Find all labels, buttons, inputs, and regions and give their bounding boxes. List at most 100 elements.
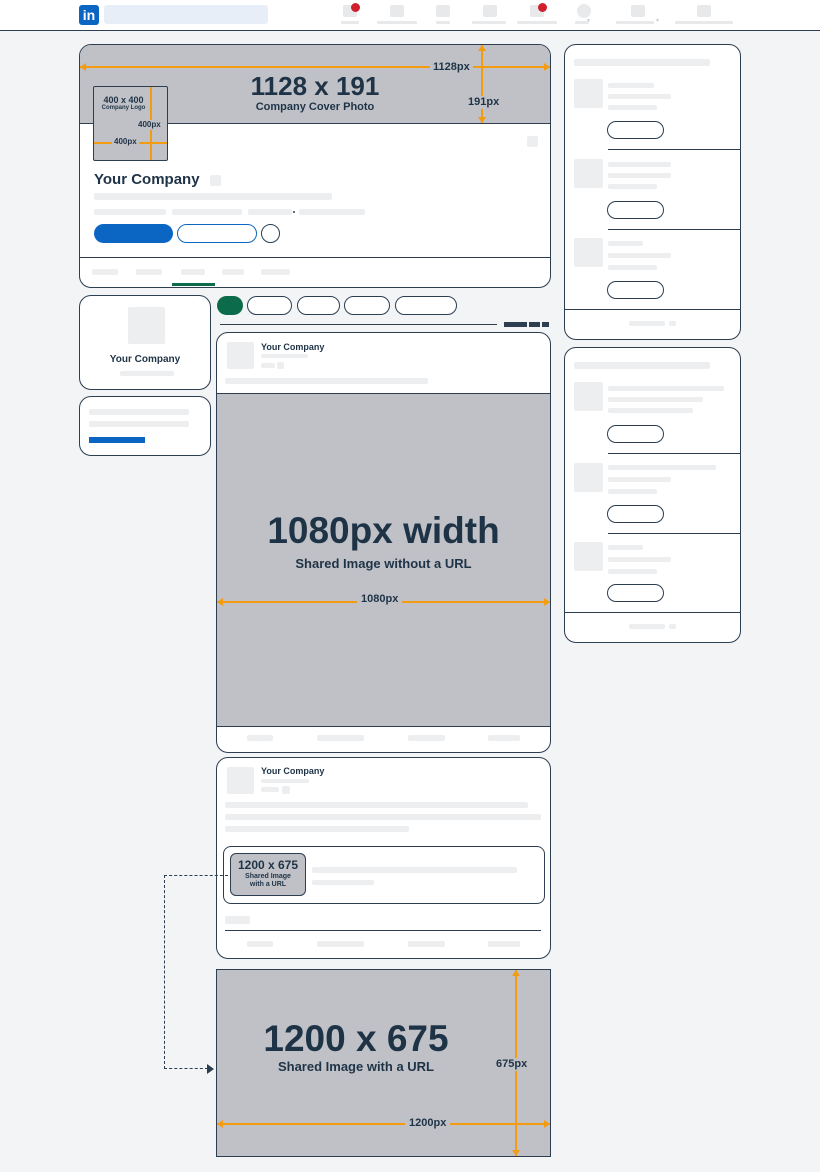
show-more-link[interactable] <box>629 624 665 629</box>
connect-button[interactable] <box>607 505 664 523</box>
show-more-link[interactable] <box>629 321 665 326</box>
filter-pill[interactable] <box>247 296 292 315</box>
sidebar-links-card <box>79 396 211 456</box>
follow-suggestion-button[interactable] <box>607 201 664 219</box>
like-button[interactable] <box>247 735 273 741</box>
filter-pill[interactable] <box>344 296 390 315</box>
suggestions-title-placeholder <box>574 59 710 66</box>
url-image-title: 1200 x 675 <box>263 1018 449 1059</box>
arrow-right-icon <box>207 1064 214 1074</box>
chevron-down-icon[interactable]: ▼ <box>586 18 591 24</box>
person-meta-placeholder <box>608 477 671 482</box>
arrow-left-icon <box>80 63 86 71</box>
cover-width-line <box>80 66 550 68</box>
tab-posts[interactable] <box>181 269 205 275</box>
meta-dot <box>293 211 295 213</box>
suggestion-meta-placeholder <box>608 173 671 178</box>
person-meta-placeholder <box>608 489 657 494</box>
meta-placeholder <box>94 209 166 215</box>
send-button[interactable] <box>488 735 520 741</box>
more-options-button[interactable] <box>261 224 280 243</box>
notification-badge <box>538 3 547 12</box>
logo-width-label: 400px <box>112 137 139 147</box>
sidebar-meta-placeholder <box>120 371 174 376</box>
chevron-down-icon[interactable]: ▼ <box>655 18 660 24</box>
connector-line <box>164 875 165 1069</box>
nav-work-icon[interactable] <box>631 5 645 17</box>
link-thumbnail <box>230 853 306 896</box>
nav-premium-label <box>675 21 733 24</box>
person-avatar <box>574 463 603 492</box>
connector-line <box>164 875 228 876</box>
suggestion-avatar <box>574 79 603 108</box>
arrow-up-icon <box>478 45 486 51</box>
follow-button[interactable] <box>94 224 173 243</box>
tab-about[interactable] <box>136 269 162 275</box>
post-meta-placeholder <box>261 363 275 368</box>
follow-suggestion-button[interactable] <box>607 121 664 139</box>
linkedin-logo-icon[interactable]: in <box>79 5 99 25</box>
link-title-placeholder <box>312 867 517 873</box>
repost-button[interactable] <box>408 941 445 947</box>
arrow-down-icon <box>478 117 486 123</box>
arrow-left-icon <box>217 1120 223 1128</box>
repost-button[interactable] <box>408 735 445 741</box>
sidebar-logo-placeholder <box>128 307 165 344</box>
tab-active-indicator <box>172 283 215 286</box>
suggestion-meta-placeholder <box>608 253 671 258</box>
sidebar-link-placeholder <box>89 409 189 415</box>
connect-button[interactable] <box>607 425 664 443</box>
person-avatar <box>574 382 603 411</box>
nav-me-label <box>575 21 589 24</box>
arrow-right-icon <box>669 624 676 629</box>
nav-premium-icon[interactable] <box>697 5 711 17</box>
tab-jobs[interactable] <box>222 269 244 275</box>
person-meta-placeholder <box>608 397 703 402</box>
sort-control[interactable] <box>542 322 549 327</box>
logo-height-label: 400px <box>136 120 163 130</box>
nav-network-label <box>377 21 417 24</box>
nav-jobs-icon[interactable] <box>436 5 450 17</box>
meta-placeholder <box>172 209 242 215</box>
visit-website-button[interactable] <box>177 224 257 243</box>
tab-people[interactable] <box>261 269 290 275</box>
post-text-placeholder <box>225 826 409 832</box>
cover-subtitle: Company Cover Photo <box>255 101 375 113</box>
suggestion-meta-placeholder <box>608 105 657 110</box>
post-meta-placeholder <box>261 787 279 792</box>
nav-messaging-icon[interactable] <box>483 5 497 17</box>
suggestion-name-placeholder <box>608 83 654 88</box>
image-title: 1080px width <box>267 510 500 551</box>
filter-pill[interactable] <box>297 296 340 315</box>
connect-button[interactable] <box>607 584 664 602</box>
send-button[interactable] <box>488 941 520 947</box>
person-divider <box>608 533 740 534</box>
nav-network-icon[interactable] <box>390 5 404 17</box>
like-button[interactable] <box>247 941 273 947</box>
arrow-right-icon <box>544 598 550 606</box>
comment-button[interactable] <box>317 735 364 741</box>
notification-badge <box>351 3 360 12</box>
nav-messaging-label <box>472 21 506 24</box>
feed-sort-divider <box>220 324 497 325</box>
top-nav: in ▼ ▼ <box>0 0 820 31</box>
cover-height-line <box>481 45 483 123</box>
search-input[interactable] <box>104 5 268 24</box>
comment-button[interactable] <box>317 941 364 947</box>
follow-suggestion-button[interactable] <box>607 281 664 299</box>
sidebar-company-name: Your Company <box>109 354 181 365</box>
filter-pill-active[interactable] <box>217 296 243 315</box>
edit-icon[interactable] <box>527 136 538 147</box>
filter-pill[interactable] <box>395 296 457 315</box>
meta-placeholder <box>299 209 365 215</box>
sort-control[interactable] <box>504 322 527 327</box>
sort-control[interactable] <box>529 322 540 327</box>
tab-home[interactable] <box>92 269 118 275</box>
suggestion-name-placeholder <box>608 162 671 167</box>
cover-title: 1128 x 191 <box>250 71 380 101</box>
globe-icon <box>282 786 290 794</box>
person-divider <box>608 453 740 454</box>
avatar[interactable] <box>577 4 591 18</box>
arrow-left-icon <box>217 598 223 606</box>
post-meta-placeholder <box>261 779 309 783</box>
